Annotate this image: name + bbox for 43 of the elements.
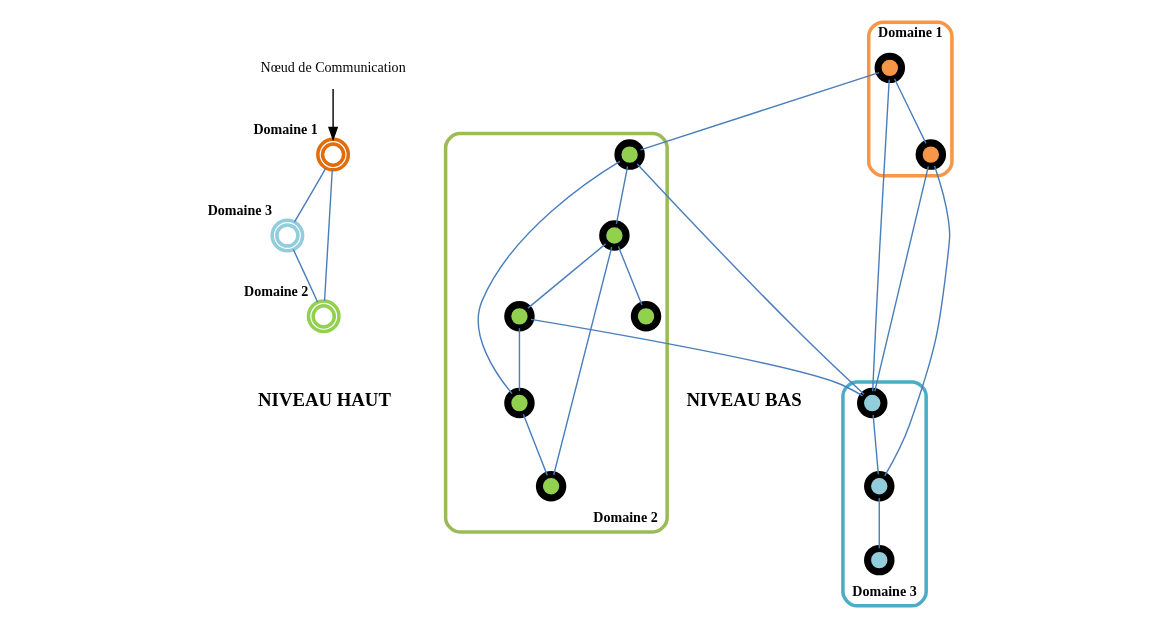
- connector: [293, 167, 326, 223]
- label: NIVEAU BAS: [685, 389, 802, 411]
- node-circle: [863, 471, 894, 502]
- connector: [871, 79, 890, 392]
- connector: [639, 71, 880, 151]
- connector: [636, 163, 865, 395]
- cluster: Domaine 3: [840, 380, 928, 608]
- connector: [883, 165, 950, 477]
- connector: [615, 165, 628, 225]
- node-circle: [613, 139, 645, 170]
- node-circle: [315, 137, 350, 172]
- connector: [617, 245, 643, 306]
- node-circle: [598, 220, 630, 251]
- node-label: Domaine 3: [207, 202, 272, 219]
- node-circle: [915, 139, 946, 170]
- node-circle: [874, 52, 905, 84]
- node-circle: [503, 387, 535, 419]
- connector: [323, 169, 333, 302]
- connector: [893, 78, 927, 145]
- connector: [526, 243, 606, 309]
- node-circle: [856, 387, 887, 419]
- label: NIVEAU HAUT: [257, 389, 391, 411]
- connector: [518, 327, 520, 392]
- connector: [873, 165, 929, 392]
- connector: [522, 413, 548, 476]
- cluster: Domaine 2: [443, 131, 669, 534]
- arrow: [327, 88, 338, 142]
- cluster: Domaine 1: [866, 20, 954, 178]
- connector: [292, 248, 318, 303]
- connector: [871, 414, 879, 475]
- node-label: Domaine 1: [252, 121, 318, 138]
- node-circle: [535, 471, 566, 502]
- connector: [878, 497, 880, 550]
- connector: [477, 160, 621, 395]
- node-text: Nœud de Communication: [260, 58, 406, 75]
- node-circle: [503, 301, 535, 332]
- node-label: Domaine 2: [243, 282, 308, 299]
- node-circle: [306, 299, 341, 334]
- connector: [529, 318, 863, 397]
- node-circle: [269, 218, 304, 253]
- node-circle: [863, 544, 894, 576]
- connector: [552, 246, 612, 476]
- node-circle: [630, 301, 661, 332]
